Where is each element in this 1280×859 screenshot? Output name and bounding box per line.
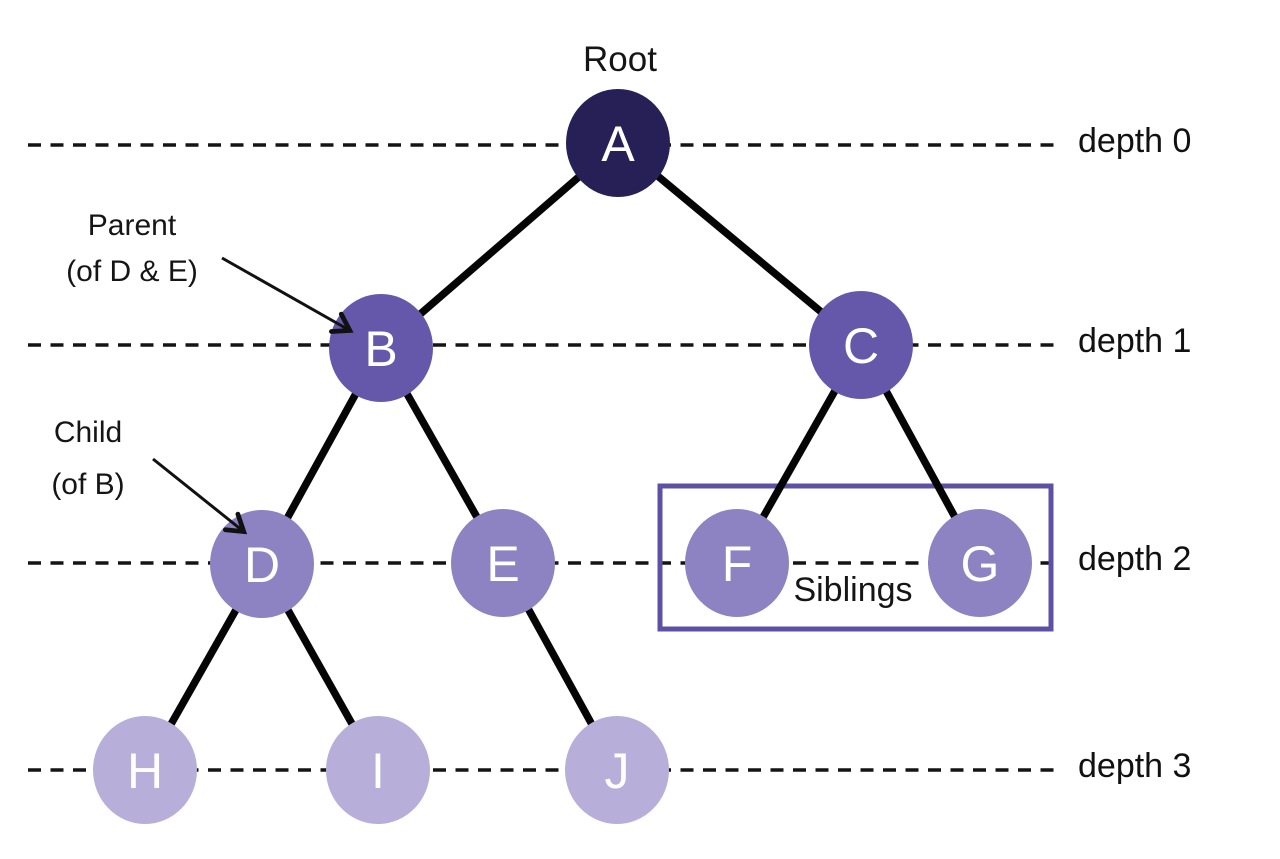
tree-node-label-H: H [127,743,163,799]
tree-node-G [928,509,1032,617]
siblings-box [657,483,1054,632]
tree-node-H [93,716,197,824]
tree-node-J [565,716,669,824]
tree-node-D [210,510,314,618]
tree-node-label-J: J [605,743,630,799]
tree-node-B [329,294,433,402]
tree-node-I [326,716,430,824]
tree-node-label-I: I [371,743,385,799]
tree-node-E [451,509,555,617]
tree-node-label-F: F [722,536,753,592]
child-annotation-arrow [152,457,248,535]
tree-node-label-E: E [486,536,519,592]
tree-node-F [685,509,789,617]
tree-node-label-G: G [961,536,1000,592]
tree-node-label-C: C [843,318,879,374]
tree-node-label-D: D [244,537,280,593]
tree-node-C [809,291,913,399]
parent-annotation-arrow [221,256,354,334]
tree-node-label-B: B [364,321,397,377]
tree-node-label-A: A [601,116,635,172]
tree-node-A [566,89,670,197]
